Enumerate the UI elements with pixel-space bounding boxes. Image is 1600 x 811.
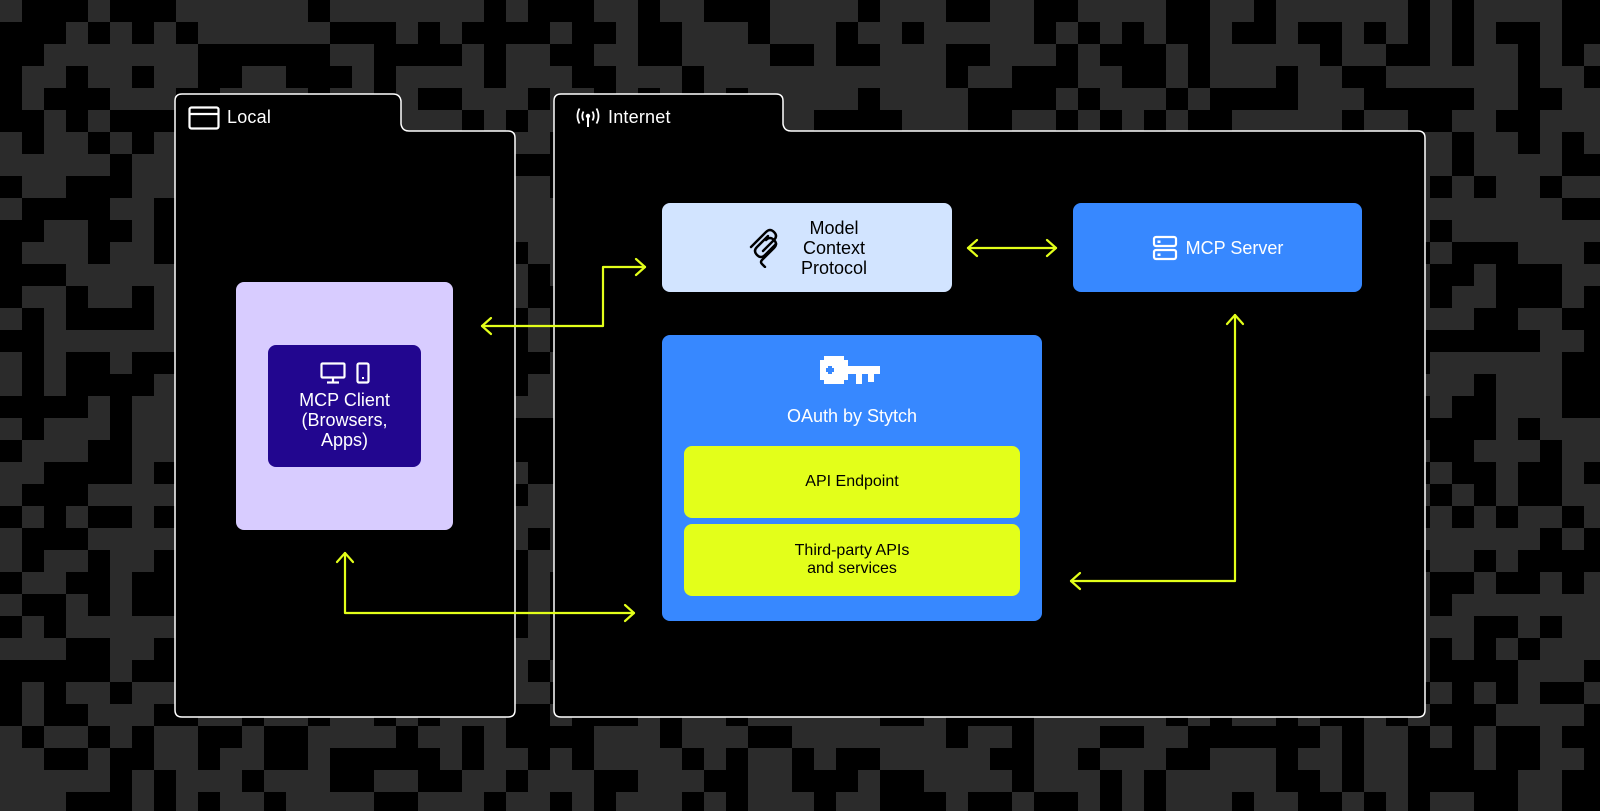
api-endpoint-box: API Endpoint — [684, 446, 1020, 518]
arrow-client-to-protocol — [480, 257, 647, 336]
model-context-protocol-label: Model Context Protocol — [800, 217, 868, 278]
mcp-client-card: MCP Client (Browsers, Apps) — [268, 345, 421, 467]
mcp-logo-icon — [749, 228, 778, 268]
arrow-client-to-oauth — [335, 551, 636, 623]
antenna-signal-icon — [576, 108, 600, 127]
mcp-server-box: MCP Server — [1073, 203, 1362, 292]
mcp-client-container: MCP Client (Browsers, Apps) — [236, 282, 453, 530]
internet-panel-title: Internet — [608, 107, 671, 127]
api-endpoint-label: API Endpoint — [805, 473, 899, 490]
key-icon — [820, 356, 880, 384]
oauth-title: OAuth by Stytch — [786, 406, 918, 426]
phone-icon — [355, 362, 370, 384]
model-context-protocol-box: Model Context Protocol — [662, 203, 952, 292]
oauth-by-stytch-box: OAuth by Stytch API Endpoint Third-party… — [662, 335, 1042, 621]
server-icon — [1152, 235, 1177, 260]
arrow-protocol-to-server — [966, 238, 1058, 258]
local-panel-title: Local — [227, 107, 272, 127]
monitor-icon — [319, 362, 346, 384]
third-party-apis-box: Third-party APIs and services — [684, 524, 1020, 596]
window-icon — [188, 106, 220, 130]
third-party-apis-label: Third-party APIs and services — [794, 542, 910, 577]
mcp-server-label: MCP Server — [1185, 237, 1284, 258]
arrow-server-to-oauth — [1069, 313, 1245, 591]
mcp-client-label: MCP Client (Browsers, Apps) — [299, 390, 390, 450]
